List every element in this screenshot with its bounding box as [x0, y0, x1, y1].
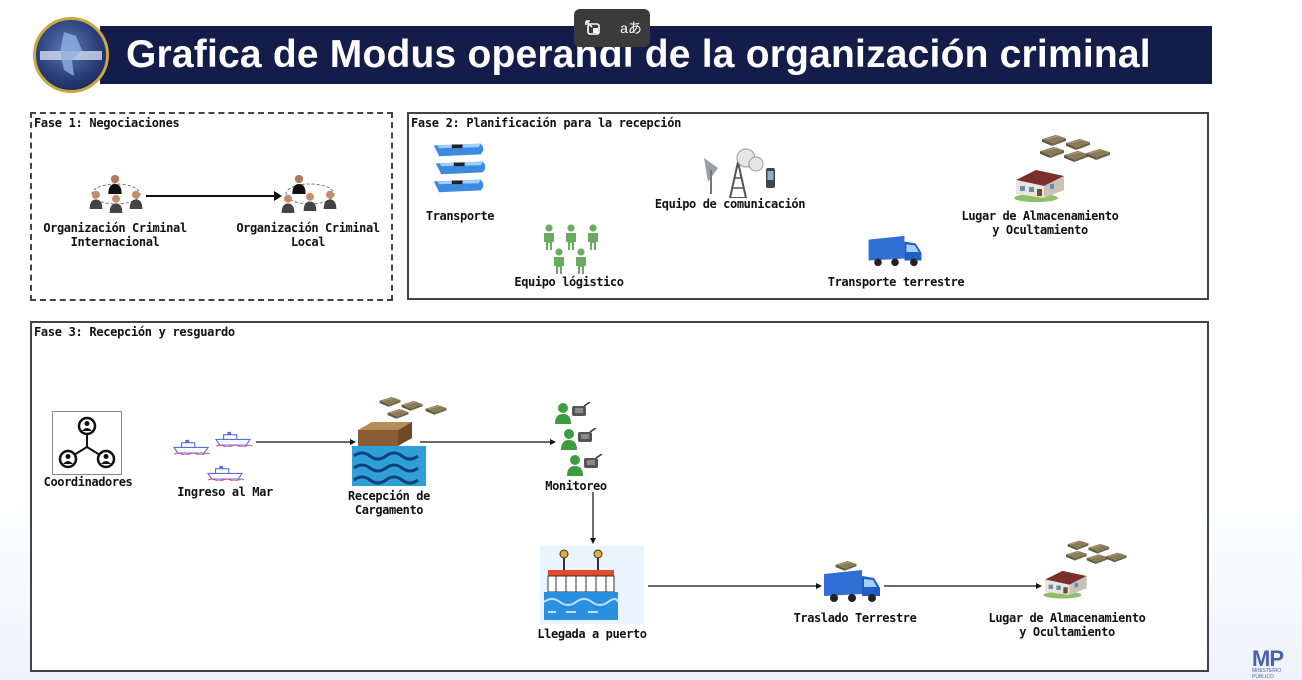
loaded-truck-icon [824, 560, 880, 602]
traslado-label: Traslado Terrestre [793, 611, 917, 625]
phase1-label: Fase 1: Negociaciones [34, 116, 180, 130]
storage-location-icon [1043, 540, 1127, 599]
equipo-comunicacion-label: Equipo de comunicación [654, 197, 806, 211]
mp-logo-subtext: MINISTERIO PÚBLICO [1252, 668, 1282, 680]
ingreso-label: Ingreso al Mar [177, 485, 273, 499]
local-org-icon [281, 174, 337, 213]
cargo-sea-icon [352, 396, 447, 486]
equipo-logistico-label: Equipo lógistico [514, 275, 624, 289]
mp-logo: MP [1252, 646, 1284, 671]
phase1-arrow [146, 191, 282, 201]
translate-icon[interactable]: aあ [620, 20, 642, 36]
institution-seal [33, 17, 109, 93]
screen-copy-icon[interactable] [582, 17, 604, 39]
llegada-label: Llegada a puerto [537, 627, 647, 641]
floating-toolbar: aあ [574, 9, 650, 47]
transporte-label: Transporte [425, 209, 495, 223]
monitoring-team-icon [554, 402, 603, 476]
port-icon [540, 546, 644, 624]
coordinators-icon [52, 411, 122, 475]
monitoreo-label: Monitoreo [545, 479, 607, 493]
coordinadores-label: Coordinadores [43, 475, 133, 489]
communication-tower-icon [704, 148, 775, 198]
transporte-terrestre-label: Transporte terrestre [827, 275, 965, 289]
phase3-label: Fase 3: Recepción y resguardo [34, 325, 235, 339]
ships-icon [173, 431, 252, 481]
international-org-icon [89, 174, 143, 213]
phase2-label: Fase 2: Planificación para la recepción [411, 116, 682, 130]
